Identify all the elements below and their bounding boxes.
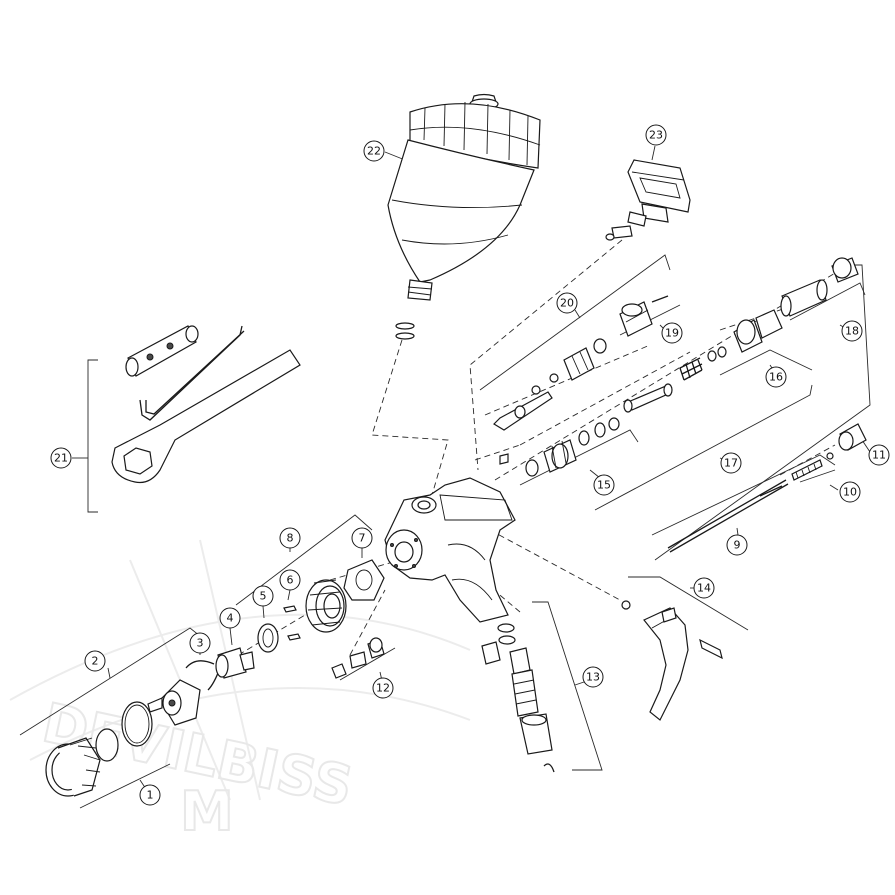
callout-20: 20 (556, 292, 578, 314)
callout-5: 5 (252, 585, 274, 607)
callout-3: 3 (189, 632, 211, 654)
callout-12: 12 (372, 677, 394, 699)
callout-17: 17 (720, 452, 742, 474)
svg-text:14: 14 (697, 582, 711, 595)
needle-packing-assembly (499, 417, 620, 477)
callout-13: 13 (582, 666, 604, 688)
svg-text:7: 7 (359, 532, 366, 545)
svg-text:13: 13 (586, 671, 600, 684)
needle-spring-assembly (623, 346, 727, 413)
svg-text:1: 1 (147, 789, 154, 802)
svg-text:11: 11 (872, 449, 886, 462)
seal-plate (343, 559, 385, 601)
svg-text:M: M (180, 780, 234, 843)
svg-text:5: 5 (260, 590, 267, 603)
svg-text:3: 3 (197, 637, 204, 650)
svg-text:2: 2 (92, 655, 99, 668)
callout-15: 15 (593, 474, 615, 496)
svg-text:22: 22 (367, 145, 381, 158)
fluid-adjustment-knob (733, 309, 783, 353)
callout-16: 16 (765, 366, 787, 388)
pattern-adjuster (780, 257, 859, 317)
svg-text:10: 10 (843, 486, 857, 499)
screw (283, 605, 301, 641)
callout-23: 23 (645, 124, 667, 146)
svg-text:17: 17 (724, 457, 738, 470)
gun-body (384, 477, 516, 623)
fluid-needle (667, 423, 867, 553)
callout-7: 7 (351, 527, 373, 549)
air-valve-stem (493, 338, 607, 431)
fluid-nozzle (215, 647, 255, 679)
gasket (257, 623, 279, 653)
watermark: DEVILBISS M (9, 539, 471, 844)
callouts: 1 2 3 4 5 6 7 8 9 10 11 12 13 14 15 16 1… (50, 124, 890, 806)
svg-text:9: 9 (734, 539, 741, 552)
callout-4: 4 (219, 607, 241, 629)
svg-text:4: 4 (227, 612, 234, 625)
svg-text:15: 15 (597, 479, 611, 492)
air-cap-assembly (45, 679, 201, 797)
svg-text:19: 19 (665, 327, 679, 340)
callout-9: 9 (726, 534, 748, 556)
callout-8: 8 (279, 527, 301, 549)
baffle (305, 579, 347, 633)
svg-text:16: 16 (769, 371, 783, 384)
wrench-brand: DeVILBISS (197, 371, 266, 421)
tool-kit: DeVILBISS 22mm (111, 325, 301, 484)
needle-adjustment (619, 295, 669, 337)
svg-text:6: 6 (287, 574, 294, 587)
callout-11: 11 (868, 444, 890, 466)
callout-21: 21 (50, 447, 72, 469)
svg-text:23: 23 (649, 129, 663, 142)
air-valve-assembly (481, 623, 555, 773)
callout-14: 14 (693, 577, 715, 599)
callout-18: 18 (841, 320, 863, 342)
callout-1: 1 (139, 784, 161, 806)
svg-text:12: 12 (376, 682, 390, 695)
svg-text:20: 20 (560, 297, 574, 310)
svg-text:18: 18 (845, 325, 859, 338)
fittings (331, 637, 385, 679)
svg-text:8: 8 (287, 532, 294, 545)
svg-text:21: 21 (54, 452, 68, 465)
air-regulator (605, 159, 691, 241)
callout-19: 19 (661, 322, 683, 344)
callout-22: 22 (363, 140, 385, 162)
callout-10: 10 (839, 481, 861, 503)
callout-6: 6 (279, 569, 301, 591)
callout-2: 2 (84, 650, 106, 672)
trigger-assembly (621, 600, 723, 721)
paint-cup (387, 93, 541, 340)
